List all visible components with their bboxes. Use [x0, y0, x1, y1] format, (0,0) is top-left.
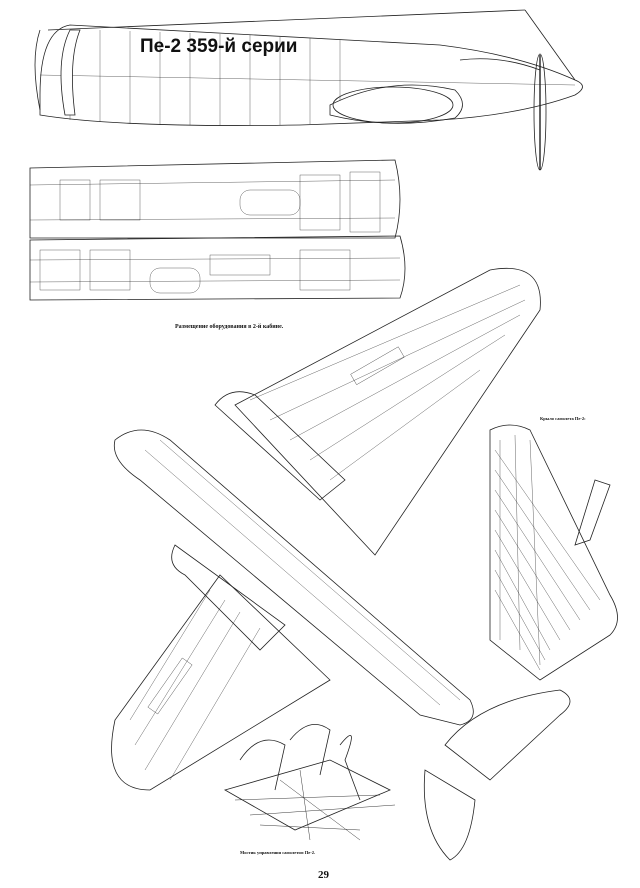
page-title: Пе-2 359-й серии: [140, 36, 298, 57]
wing-caption: Крыло самолета Пе-2:: [540, 416, 586, 421]
pedals-caption: Мостик управления самолетом Пе-2.: [240, 850, 316, 855]
cabin-layout-drawings: [29, 159, 406, 301]
control-assembly-drawing: [223, 723, 396, 841]
cabin-caption: Размещение оборудования в 2-й кабине.: [175, 324, 284, 330]
side-view-drawing: [34, 9, 583, 171]
wing-structure-drawing: [489, 424, 618, 681]
plan-view-drawing: [111, 268, 571, 861]
page-number: 29: [318, 869, 329, 881]
